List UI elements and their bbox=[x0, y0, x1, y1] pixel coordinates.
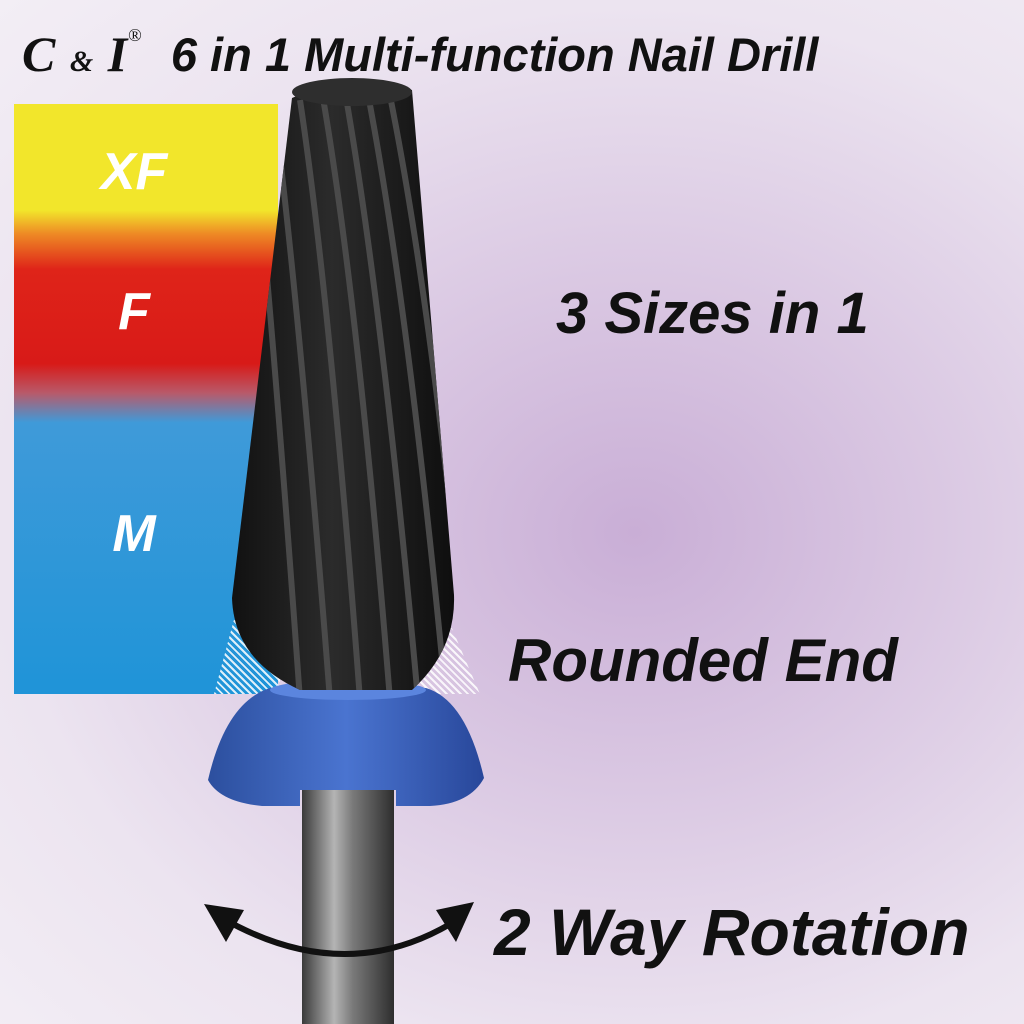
grit-label-f: F bbox=[118, 283, 150, 341]
feature-rounded-end-label: Rounded End bbox=[508, 627, 898, 694]
carbide-bit-head bbox=[232, 82, 455, 691]
double-arrow-curve-icon bbox=[220, 915, 462, 957]
drill-collar bbox=[208, 688, 484, 806]
drill-shaft bbox=[302, 790, 394, 1024]
grit-label-xf: XF bbox=[100, 143, 168, 201]
feature-sizes-label: 3 Sizes in 1 bbox=[556, 281, 869, 346]
product-title: C & I® 6 in 1 Multi-function Nail Drill bbox=[22, 14, 1012, 94]
rotation-arrow-right-head bbox=[436, 902, 474, 942]
feature-rotation-label: 2 Way Rotation bbox=[494, 895, 970, 969]
bit-tip bbox=[292, 78, 412, 106]
grit-label-m: M bbox=[112, 505, 156, 563]
brand-logo: C & I® bbox=[22, 25, 143, 82]
rotation-arrow-left-head bbox=[204, 904, 244, 942]
title-text: 6 in 1 Multi-function Nail Drill bbox=[170, 27, 819, 81]
